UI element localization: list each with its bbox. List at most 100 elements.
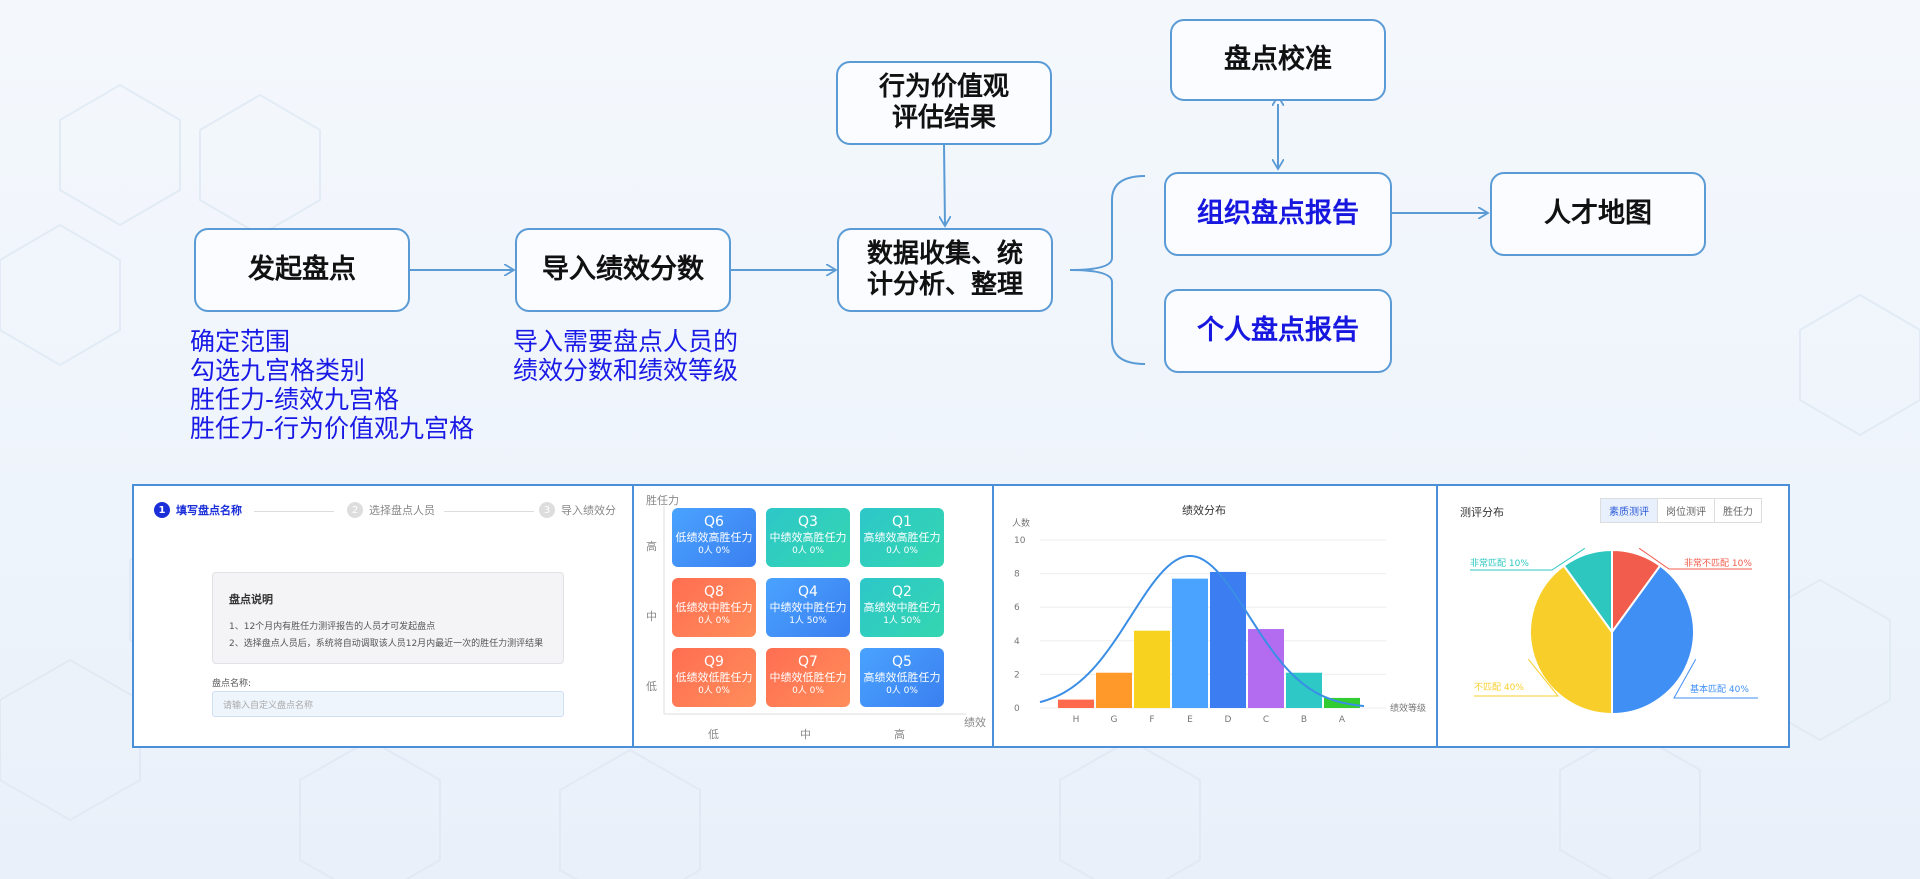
y-tick-label: 0 xyxy=(1014,704,1020,714)
ninebox-cell-q: Q9 xyxy=(704,654,724,670)
bar-chart-ylabel: 人数 xyxy=(1012,517,1030,529)
ninebox-cell-q: Q8 xyxy=(704,584,724,600)
import-note-line1: 导入需要盘点人员的 xyxy=(513,327,739,356)
calibration-node: 盘点校准 xyxy=(1170,19,1386,101)
ninebox-cell-stat: 0人 0% xyxy=(792,686,824,696)
info-line-2: 2、选择盘点人员后，系统将自动调取该人员12月内最近一次的胜任力测评结果 xyxy=(229,639,544,649)
pie-leader-line xyxy=(1474,658,1560,697)
wizard-step-3[interactable]: 3 导入绩效分 xyxy=(539,502,616,518)
arrow-behavior-to-collect xyxy=(944,144,945,226)
ninebox-cell-desc: 高绩效中胜任力 xyxy=(863,601,941,614)
ninebox-cell-desc: 高绩效高胜任力 xyxy=(863,531,941,544)
normal-curve xyxy=(1039,555,1365,708)
x-tick-label: B xyxy=(1301,715,1307,725)
ninebox-cell-q: Q3 xyxy=(798,514,818,530)
ninebox-y-title: 胜任力 xyxy=(646,494,679,507)
pie-leader-line xyxy=(1638,547,1752,570)
ninebox-cell-stat: 0人 0% xyxy=(792,546,824,556)
bar-chart-title: 绩效分布 xyxy=(1182,503,1226,517)
pie-label: 基本匹配 40% xyxy=(1690,683,1749,695)
ninebox-cell-q: Q4 xyxy=(798,584,818,600)
ninebox-cell-stat: 0人 0% xyxy=(698,686,730,696)
ninebox-cell-desc: 中绩效中胜任力 xyxy=(769,601,847,614)
ninebox-cell-q: Q2 xyxy=(892,584,912,600)
step-label-1: 填写盘点名称 xyxy=(176,504,242,517)
tab-competency[interactable]: 胜任力 xyxy=(1714,499,1761,522)
pie-label: 非常匹配 10% xyxy=(1470,557,1529,569)
step-divider-1 xyxy=(254,511,334,512)
ninebox-cell-stat: 0人 0% xyxy=(698,546,730,556)
import-notes: 导入需要盘点人员的 绩效分数和绩效等级 xyxy=(513,327,738,385)
ninebox-cell-stat: 0人 0% xyxy=(886,546,918,556)
behavior-values-line2: 评估结果 xyxy=(891,103,996,133)
ninebox-y-label-high: 高 xyxy=(646,540,657,553)
ninebox-cell-desc: 高绩效低胜任力 xyxy=(863,671,941,684)
wizard-steps: 1 填写盘点名称 2 选择盘点人员 3 导入绩效分 xyxy=(154,502,622,522)
wizard-panel: 1 填写盘点名称 2 选择盘点人员 3 导入绩效分 盘点说明 1、12个月内有胜… xyxy=(132,484,634,748)
ninebox-cell-stat: 1人 50% xyxy=(789,616,827,626)
ninebox-cell-q: Q6 xyxy=(704,514,724,530)
data-collect-node: 数据收集、统 计分析、整理 xyxy=(837,228,1053,312)
wizard-step-1[interactable]: 1 填写盘点名称 xyxy=(154,502,242,518)
info-title: 盘点说明 xyxy=(229,593,273,606)
x-tick-label: E xyxy=(1187,715,1193,725)
ninebox-cell-stat: 1人 50% xyxy=(883,616,921,626)
inventory-name-input[interactable]: 请输入自定义盘点名称 xyxy=(212,691,564,717)
info-line-1: 1、12个月内有胜任力测评报告的人员才可发起盘点 xyxy=(229,622,436,632)
ninebox-y-label-low: 低 xyxy=(646,680,657,693)
bar-E xyxy=(1172,578,1208,708)
step-label-3: 导入绩效分 xyxy=(561,504,616,517)
ninebox-cell-stat: 0人 0% xyxy=(698,616,730,626)
x-tick-label: H xyxy=(1073,715,1080,725)
step-number-3: 3 xyxy=(539,502,555,518)
ninebox-x-label-high: 高 xyxy=(894,728,905,741)
personal-report-node: 个人盘点报告 xyxy=(1164,289,1392,373)
data-collect-line2: 计分析、整理 xyxy=(866,270,1023,300)
wizard-step-2[interactable]: 2 选择盘点人员 xyxy=(347,502,435,518)
x-tick-label: D xyxy=(1225,715,1232,725)
y-tick-label: 8 xyxy=(1014,570,1020,580)
behavior-values-line1: 行为价值观 xyxy=(878,71,1009,102)
ninebox-y-label-mid: 中 xyxy=(646,610,657,623)
tab-position-assessment[interactable]: 岗位测评 xyxy=(1657,499,1714,522)
data-collect-line1: 数据收集、统 xyxy=(866,238,1023,269)
ninebox-axes xyxy=(663,506,966,715)
pie-slice-2 xyxy=(1529,564,1613,716)
pie-title: 测评分布 xyxy=(1460,506,1504,519)
y-tick-label: 10 xyxy=(1014,536,1026,546)
tab-quality-assessment[interactable]: 素质测评 xyxy=(1601,499,1657,522)
inventory-name-label: 盘点名称: xyxy=(212,679,252,689)
start-note-scope: 确定范围 xyxy=(190,327,291,356)
step-number-1: 1 xyxy=(154,502,170,518)
x-tick-label: F xyxy=(1149,715,1154,725)
step-number-2: 2 xyxy=(347,502,363,518)
x-tick-label: G xyxy=(1111,715,1118,725)
ninebox-cell-q: Q1 xyxy=(892,514,912,530)
x-tick-label: C xyxy=(1263,715,1269,725)
start-note-grid-type: 勾选九宫格类别 xyxy=(190,356,366,385)
ninebox-cell-desc: 低绩效中胜任力 xyxy=(675,601,753,614)
start-note-grid-perf: 胜任力-绩效九宫格 xyxy=(190,385,400,414)
pie-leader-line xyxy=(1470,547,1586,571)
behavior-values-node: 行为价值观 评估结果 xyxy=(836,61,1052,145)
bar-B xyxy=(1286,672,1322,708)
pie-slice-3 xyxy=(1562,548,1613,636)
ninebox-cell-desc: 低绩效低胜任力 xyxy=(675,671,753,684)
brace-connector xyxy=(1069,175,1146,365)
y-tick-label: 2 xyxy=(1014,670,1020,680)
y-tick-label: 6 xyxy=(1014,603,1020,613)
assessment-distribution-panel: 测评分布 素质测评 岗位测评 胜任力 非常不匹配 10%基本匹配 40%不匹配 … xyxy=(1436,484,1790,748)
step-label-2: 选择盘点人员 xyxy=(369,504,435,517)
